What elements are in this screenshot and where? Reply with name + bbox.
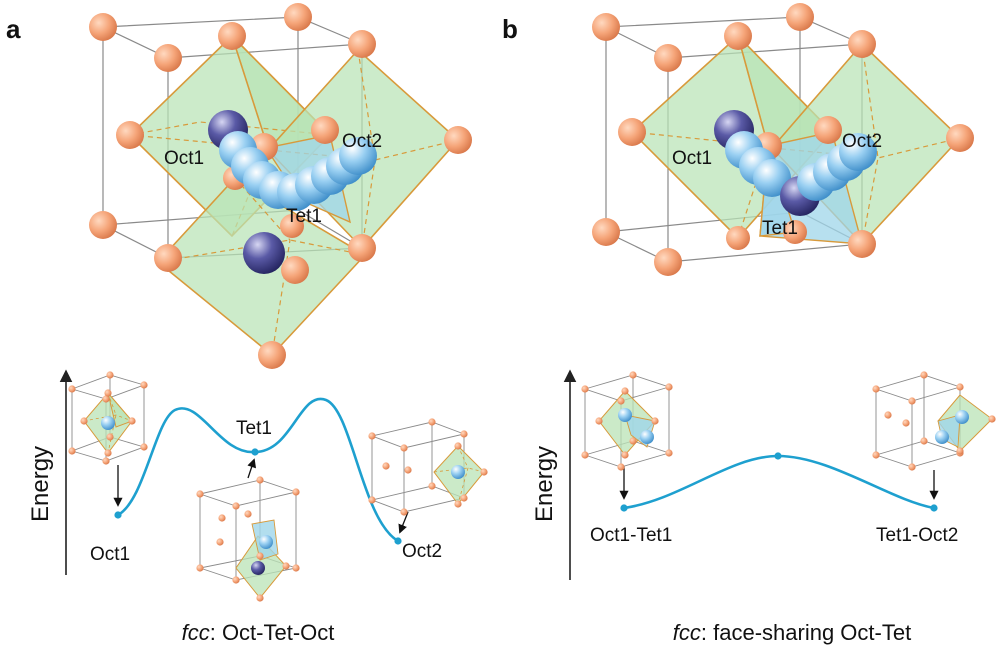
path-label-oct1-a: Oct1 <box>90 544 130 565</box>
mini-cell-oct2-a <box>368 418 488 516</box>
label-oct1-b: Oct1 <box>672 148 712 169</box>
arrow-oct2-a <box>398 511 409 534</box>
point-tet1-a <box>251 448 259 456</box>
label-tet1-b: Tet1 <box>762 218 798 239</box>
path-label-tet1-a: Tet1 <box>236 418 272 439</box>
panel-b: b <box>502 3 996 645</box>
caption-a: fcc: Oct-Tet-Oct <box>182 620 335 645</box>
path-label-oct2-a: Oct2 <box>402 541 442 562</box>
point-tet1-oct2-b <box>930 504 938 512</box>
label-oct2-b: Oct2 <box>842 131 882 152</box>
path-label-oct1-tet1-b: Oct1-Tet1 <box>590 525 672 546</box>
axis-title-energy-b: Energy <box>531 446 558 522</box>
label-oct2-a: Oct2 <box>342 131 382 152</box>
caption-b-rest: : face-sharing Oct-Tet <box>701 620 911 645</box>
host-atoms-a <box>89 3 472 369</box>
caption-a-italic: fcc <box>182 620 210 645</box>
axis-title-energy-a: Energy <box>27 446 54 522</box>
panel-letter-a: a <box>6 14 21 44</box>
point-oct1-tet1-b <box>620 504 628 512</box>
path-label-tet1-oct2-b: Tet1-Oct2 <box>876 525 958 546</box>
point-saddle-b <box>774 452 782 460</box>
energy-curve-b <box>623 454 935 510</box>
diffusion-path-a <box>208 110 377 274</box>
point-oct1-a <box>114 511 122 519</box>
panel-letter-b: b <box>502 14 518 44</box>
energy-plot-a: Energy Oct1 Tet1 Oct2 <box>27 369 488 602</box>
mini-cell-tet1-oct2-b <box>872 371 996 471</box>
point-oct2-a <box>394 537 402 545</box>
host-atoms-b <box>592 3 974 276</box>
caption-b: fcc: face-sharing Oct-Tet <box>673 620 911 645</box>
mini-cell-oct1-a <box>68 371 148 465</box>
label-oct1-a: Oct1 <box>164 148 204 169</box>
mini-cell-tet1-a <box>196 476 300 602</box>
label-tet1-a: Tet1 <box>286 206 322 227</box>
energy-plot-b: Energy Oct1-Tet1 Tet1-Oct2 <box>531 369 996 580</box>
caption-b-italic: fcc <box>673 620 701 645</box>
caption-a-rest: : Oct-Tet-Oct <box>210 620 335 645</box>
diffusion-path-b <box>714 110 877 216</box>
arrow-tet1-a <box>247 458 257 479</box>
mini-cell-oct1-tet1-b <box>581 371 673 471</box>
panel-a: a <box>6 3 488 645</box>
